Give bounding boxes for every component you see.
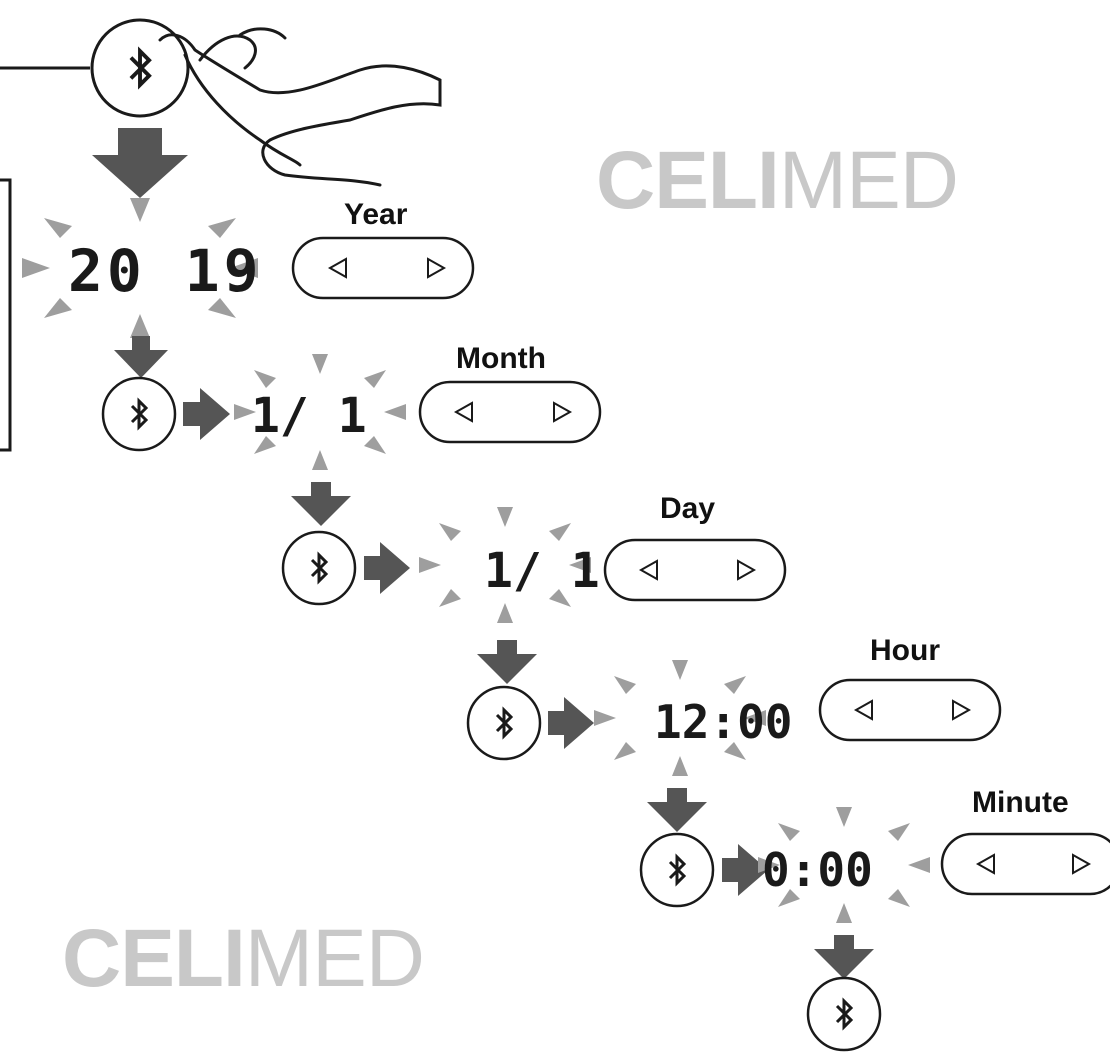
- arrow-down-icon: [647, 788, 707, 832]
- step-label-year: Year: [344, 198, 408, 231]
- watermark-bold: CELI: [62, 913, 246, 1004]
- triangle-right-icon[interactable]: [553, 401, 573, 423]
- hour-adjust-buttons[interactable]: [818, 678, 1002, 742]
- triangle-right-icon[interactable]: [1072, 853, 1092, 875]
- triangle-left-icon[interactable]: [853, 699, 873, 721]
- step-label-month: Month: [456, 342, 546, 375]
- watermark-logo-bottom: CELIMED: [62, 918, 425, 1000]
- day-display: 1/ 1: [484, 543, 600, 599]
- bluetooth-button[interactable]: [639, 832, 715, 908]
- arrow-right-icon: [364, 542, 410, 594]
- step-label-hour: Hour: [870, 634, 940, 667]
- month-adjust-buttons[interactable]: [418, 380, 602, 444]
- triangle-left-icon[interactable]: [327, 257, 347, 279]
- bluetooth-button-final[interactable]: [806, 976, 882, 1052]
- arrow-down-icon: [814, 935, 874, 979]
- hand-pressing-icon: [158, 27, 442, 187]
- arrow-down-icon: [114, 336, 168, 378]
- bluetooth-button[interactable]: [101, 376, 177, 452]
- arrow-right-icon: [183, 388, 230, 440]
- triangle-right-icon[interactable]: [427, 257, 447, 279]
- day-adjust-buttons[interactable]: [603, 538, 787, 602]
- triangle-right-icon[interactable]: [952, 699, 972, 721]
- triangle-left-icon[interactable]: [453, 401, 473, 423]
- arrow-right-icon: [548, 697, 594, 749]
- hour-display: 12:00: [654, 695, 792, 749]
- step-label-minute: Minute: [972, 786, 1069, 819]
- arrow-down-icon: [477, 640, 537, 684]
- month-display: 1/ 1: [251, 388, 367, 444]
- triangle-left-icon[interactable]: [975, 853, 995, 875]
- bluetooth-button-main[interactable]: [90, 18, 190, 118]
- arrow-right-icon: [722, 844, 768, 896]
- bluetooth-button[interactable]: [281, 530, 357, 606]
- minute-display: 0:00: [762, 843, 873, 897]
- step-label-day: Day: [660, 492, 716, 525]
- bluetooth-button[interactable]: [466, 685, 542, 761]
- watermark-light: MED: [778, 135, 959, 226]
- minute-adjust-buttons[interactable]: [940, 832, 1110, 896]
- left-bracket-vertical: [0, 178, 12, 452]
- year-display: 20 19: [68, 237, 263, 305]
- watermark-bold: CELI: [596, 135, 780, 226]
- arrow-down-icon: [291, 482, 351, 526]
- watermark-logo-top: CELIMED: [596, 140, 959, 222]
- arrow-down-icon: [92, 128, 188, 198]
- watermark-light: MED: [244, 913, 425, 1004]
- year-adjust-buttons[interactable]: [291, 236, 475, 300]
- triangle-right-icon[interactable]: [737, 559, 757, 581]
- triangle-left-icon[interactable]: [638, 559, 658, 581]
